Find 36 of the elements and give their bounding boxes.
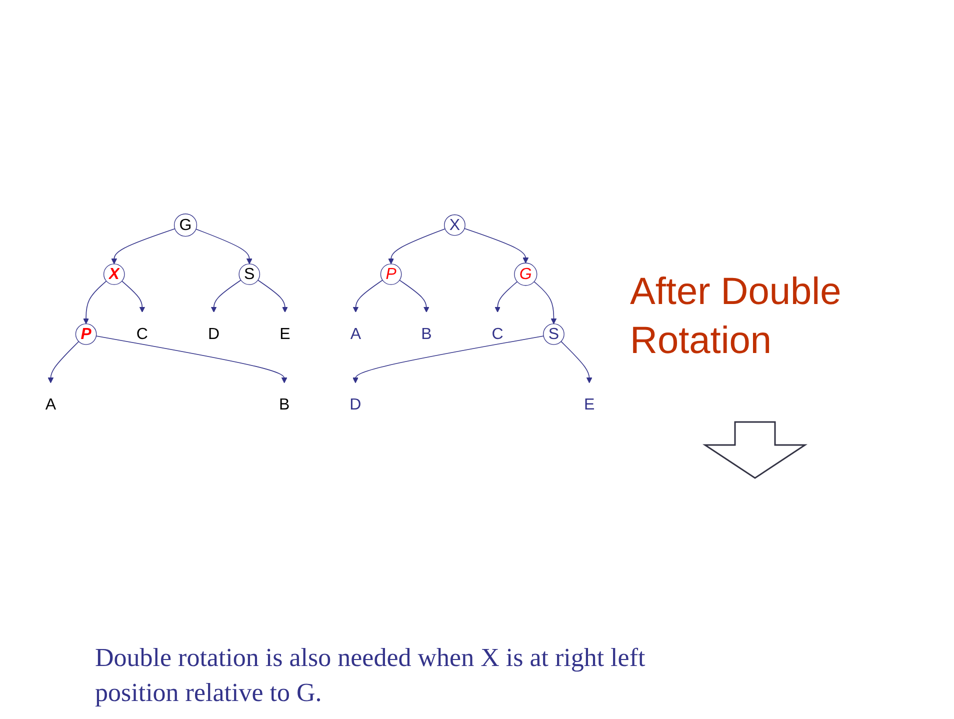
arrow (352, 280, 383, 312)
arrow (560, 341, 592, 384)
arrow (258, 280, 288, 312)
node-text: C (136, 324, 148, 343)
arrow (96, 336, 288, 384)
node-text: E (280, 324, 290, 343)
arrow (48, 341, 80, 384)
diagram-title: After Double Rotation (630, 270, 842, 364)
arrow (464, 228, 529, 264)
arrow (196, 228, 252, 264)
node-text: A (45, 396, 56, 414)
node-text: B (421, 324, 432, 343)
node-circle: S (238, 264, 260, 285)
arrow (388, 228, 446, 264)
caption: Double rotation is also needed when X is at right left position relative to G. (95, 642, 646, 710)
node-text: C (492, 324, 504, 343)
arrow (399, 280, 430, 312)
arrow (111, 228, 176, 264)
node-text: D (350, 396, 362, 414)
node-circle: P (380, 264, 402, 285)
node-circle: X (444, 214, 466, 236)
node-text: A (350, 324, 362, 343)
node-circle: G (174, 214, 198, 237)
arrow (210, 280, 242, 312)
arrow (494, 281, 518, 312)
node-circle: G (514, 262, 538, 286)
arrow (83, 280, 107, 324)
node-circle: P (75, 324, 97, 345)
node-text: B (278, 396, 290, 414)
node-text: E (584, 396, 595, 414)
node-text: D (208, 324, 220, 343)
node-circle: X (103, 264, 125, 285)
arrow (122, 280, 146, 312)
arrow (352, 336, 544, 384)
arrow (534, 281, 557, 324)
node-circle: S (543, 324, 564, 345)
